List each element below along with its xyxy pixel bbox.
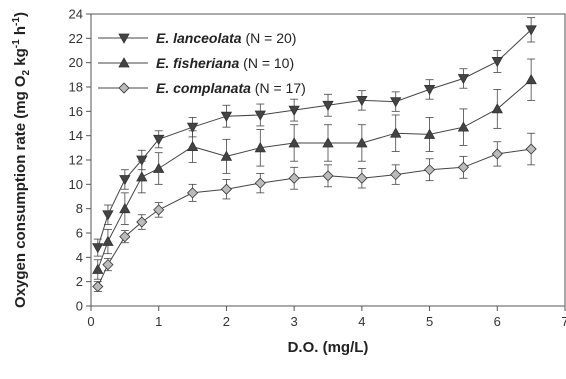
data-point (220, 183, 232, 195)
y-tick-label: 20 (69, 55, 83, 70)
series-layer (92, 17, 537, 293)
legend-marker (118, 57, 130, 68)
data-point (356, 95, 368, 107)
y-axis-title: Oxygen consumption rate (mg O2 kg-1 h-1) (11, 12, 32, 308)
y-tick-label: 0 (76, 299, 83, 314)
data-point (220, 111, 233, 123)
data-point (390, 127, 402, 138)
data-point (457, 74, 470, 85)
legend-item: E. fisheriana (N = 10) (98, 55, 294, 71)
data-point (525, 73, 537, 85)
data-point (102, 235, 114, 246)
data-point (92, 280, 104, 293)
y-tick-label: 22 (69, 31, 83, 46)
x-tick-label: 2 (223, 314, 230, 329)
x-tick-label: 0 (87, 314, 94, 329)
data-point (457, 161, 469, 173)
legend-marker (118, 33, 130, 44)
legend-label: E. complanata (N = 17) (156, 80, 306, 96)
data-point (186, 122, 199, 133)
series (92, 17, 537, 257)
data-point (525, 25, 537, 36)
y-tick-label: 4 (76, 250, 83, 265)
data-point (186, 140, 199, 152)
legend-label: E. lanceolata (N = 20) (156, 30, 296, 46)
data-point (356, 172, 368, 184)
y-tick-label: 16 (69, 104, 83, 119)
series (92, 58, 537, 280)
series-line (97, 29, 532, 248)
data-point (491, 57, 503, 68)
data-point (390, 97, 402, 108)
data-point (390, 169, 402, 181)
data-point (423, 85, 436, 96)
data-point (136, 216, 148, 228)
x-tick-label: 7 (561, 314, 566, 329)
series-line (97, 148, 532, 287)
y-tick-label: 12 (69, 153, 83, 168)
data-point (102, 210, 114, 221)
data-point (254, 142, 266, 153)
data-point (136, 155, 148, 166)
x-axis-title: D.O. (mg/L) (288, 339, 369, 356)
data-point (322, 137, 334, 148)
data-point (356, 137, 368, 148)
y-tick-label: 18 (69, 80, 83, 95)
y-tick-label: 6 (76, 226, 83, 241)
series (92, 132, 537, 293)
data-point (187, 187, 199, 199)
data-point (119, 231, 131, 243)
x-axis: 0 1 2 3 4 5 6 7 (87, 306, 566, 329)
data-point (423, 128, 436, 139)
data-point (288, 137, 300, 148)
x-tick-label: 1 (155, 314, 162, 329)
data-point (119, 175, 131, 186)
legend-item: E. lanceolata (N = 20) (98, 30, 296, 46)
x-tick-label: 5 (426, 314, 433, 329)
y-tick-label: 14 (69, 128, 83, 143)
data-point (254, 177, 266, 189)
y-tick-label: 24 (69, 7, 83, 22)
data-point (322, 100, 334, 112)
x-tick-label: 6 (494, 314, 501, 329)
data-point (491, 103, 503, 114)
x-tick-label: 3 (291, 314, 298, 329)
legend-label: E. fisheriana (N = 10) (156, 55, 294, 71)
y-tick-label: 2 (76, 274, 83, 289)
data-point (92, 243, 104, 254)
data-point (491, 148, 503, 160)
data-point (457, 121, 470, 132)
data-point (288, 172, 300, 184)
data-point (153, 134, 165, 146)
data-point (102, 259, 114, 271)
data-point (525, 143, 537, 155)
data-point (254, 110, 266, 121)
data-point (153, 204, 165, 216)
data-point (153, 162, 165, 173)
data-point (119, 202, 131, 214)
legend-marker (118, 82, 130, 94)
y-tick-label: 10 (69, 177, 83, 192)
series-line (97, 79, 532, 270)
legend-item: E. complanata (N = 17) (98, 80, 306, 96)
data-point (136, 171, 148, 182)
data-point (92, 263, 104, 274)
y-tick-label: 8 (76, 201, 83, 216)
legend: E. lanceolata (N = 20) E. fisheriana (N … (98, 30, 306, 96)
data-point (322, 170, 334, 182)
data-point (424, 164, 436, 176)
x-tick-label: 4 (358, 314, 365, 329)
data-point (288, 105, 300, 116)
data-point (220, 150, 233, 161)
